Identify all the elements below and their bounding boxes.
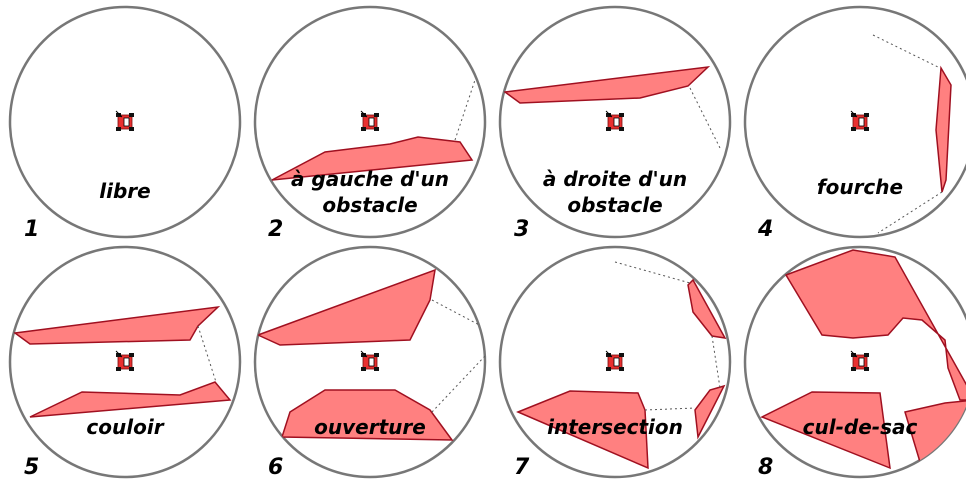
panel-number: 1 — [24, 217, 39, 242]
panel-3: à droite d'un obstacle 3 — [500, 7, 730, 242]
panel-number: 6 — [268, 455, 283, 480]
dotted-line — [645, 408, 695, 410]
obstacle — [30, 382, 230, 417]
panel-label: à droite d'un — [543, 167, 687, 191]
panel-label: couloir — [86, 415, 164, 439]
panel-1: libre 1 — [10, 7, 240, 242]
panel-6: ouverture 6 — [255, 247, 485, 480]
obstacle — [936, 68, 951, 192]
robot-icon — [116, 351, 134, 371]
dotted-line — [198, 326, 216, 382]
panel-label: libre — [99, 179, 150, 203]
obstacle — [258, 270, 435, 345]
panel-number: 3 — [514, 217, 529, 242]
robot-icon — [851, 351, 869, 371]
dotted-line — [712, 336, 720, 388]
robot-icon — [361, 351, 379, 371]
panel-number: 2 — [268, 217, 283, 242]
obstacle — [688, 280, 725, 338]
panel-4: fourche 4 — [745, 7, 966, 242]
dotted-line — [873, 35, 940, 68]
dotted-line — [690, 88, 720, 148]
panel-label-line-2: obstacle — [567, 193, 662, 217]
panel-8: cul-de-sac 8 — [745, 247, 966, 480]
robot-icon — [851, 111, 869, 131]
panel-2: à gauche d'un obstacle 2 — [255, 7, 485, 242]
obstacle — [786, 250, 966, 400]
panel-label: fourche — [817, 175, 903, 199]
dotted-line — [432, 300, 485, 328]
panel-label: intersection — [547, 415, 683, 439]
panel-5: couloir 5 — [10, 247, 240, 480]
obstacle — [505, 67, 708, 103]
robot-icon — [606, 351, 624, 371]
panel-label: cul-de-sac — [803, 415, 918, 439]
obstacle — [15, 307, 218, 344]
panel-label: à gauche d'un — [291, 167, 449, 191]
panel-7: intersection 7 — [500, 247, 730, 480]
dotted-line — [455, 80, 475, 140]
panel-number: 5 — [24, 455, 39, 480]
panel-label: ouverture — [314, 415, 426, 439]
panel-number: 8 — [758, 455, 773, 480]
panel-number: 4 — [757, 217, 773, 242]
robot-icon — [606, 111, 624, 131]
robot-icon — [361, 111, 379, 131]
panel-number: 7 — [514, 455, 530, 480]
panel-label-line-2: obstacle — [322, 193, 417, 217]
robot-icon — [116, 111, 134, 131]
